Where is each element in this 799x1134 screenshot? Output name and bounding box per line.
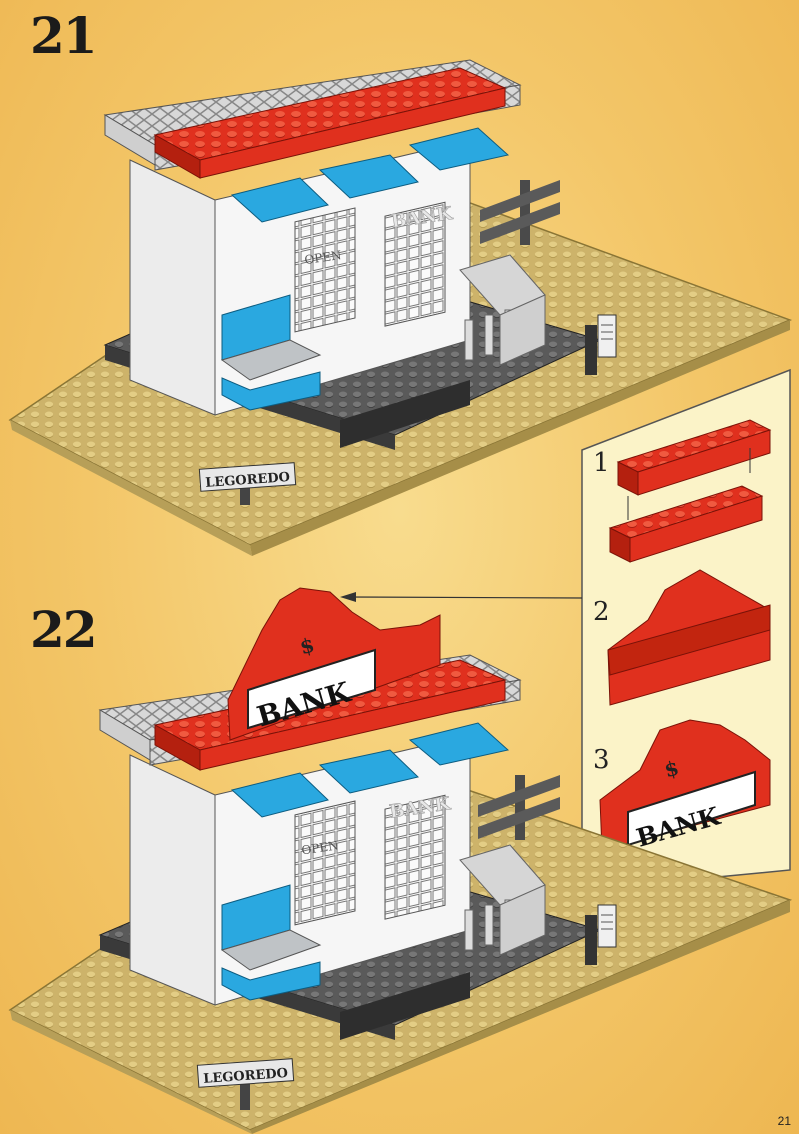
awning-2 [318, 154, 420, 199]
bank-door [294, 800, 356, 926]
substep-1-bricks [608, 419, 772, 563]
legoredo-sign: LEGOREDO [196, 1058, 295, 1110]
building-left-wall [129, 159, 216, 416]
sign-text: LEGOREDO [203, 1066, 289, 1087]
fence-icon [478, 775, 560, 840]
awning-1 [230, 177, 329, 223]
bank-door [294, 207, 356, 333]
page-number: 21 [777, 1114, 791, 1128]
wanted-poster-icon [585, 904, 617, 965]
step-number-22: 22 [30, 600, 98, 659]
substep-number-3: 3 [593, 745, 610, 775]
callout-panel: $ BANK [340, 368, 791, 891]
substep-number-2: 2 [593, 597, 610, 627]
step22-scene: OPEN BANK $ BANK [8, 587, 793, 1134]
step-number-21: 21 [30, 6, 98, 65]
legoredo-sign: LEGOREDO [198, 462, 297, 505]
wanted-poster-icon [585, 314, 617, 375]
sign-text: LEGOREDO [205, 470, 291, 491]
pointer-arrow [344, 596, 583, 599]
door-sign: OPEN [301, 838, 340, 857]
awning-3 [408, 127, 510, 171]
dollar-sign: $ [662, 755, 682, 782]
substep-2-bricks [607, 569, 771, 706]
porch-railing [459, 844, 546, 956]
building-left-wall [129, 754, 216, 1006]
fence-icon [480, 180, 560, 245]
bank-window [384, 201, 446, 327]
awning-3 [408, 722, 510, 766]
door-sign: OPEN [304, 248, 343, 267]
bank-window [384, 794, 446, 920]
substep-number-1: 1 [593, 448, 610, 478]
dollar-sign: $ [297, 632, 317, 659]
step21-scene: OPEN BANK [8, 59, 793, 556]
awning-1 [230, 772, 329, 818]
awning-2 [318, 749, 420, 794]
substep-3-sign: $ BANK [599, 719, 771, 853]
porch-railing [459, 254, 546, 366]
